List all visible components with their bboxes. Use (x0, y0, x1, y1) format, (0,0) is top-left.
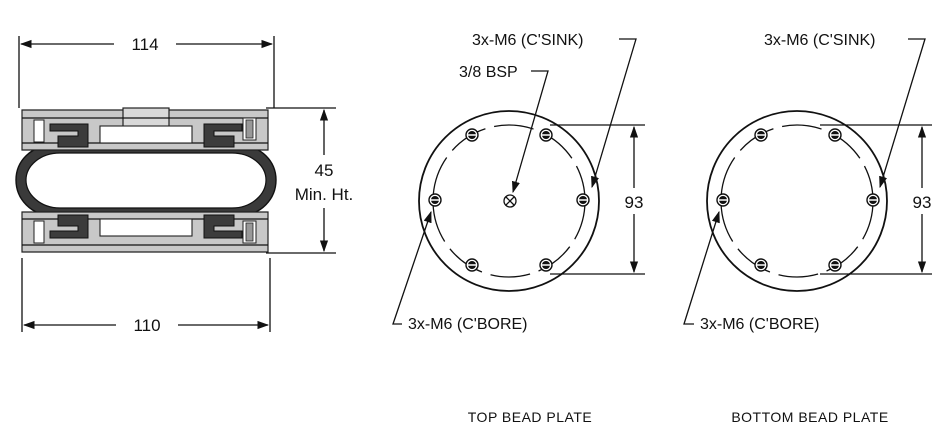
screw-icon (828, 128, 842, 142)
screw-icon (754, 258, 768, 272)
screw-icon (576, 193, 590, 207)
side-view: 114 110 45 Min. Ht. (15, 35, 354, 335)
screw-icon (539, 128, 553, 142)
screw-icon (465, 258, 479, 272)
bottom-bead-plate-caption: BOTTOM BEAD PLATE (731, 409, 888, 425)
screw-icon (866, 193, 880, 207)
bottom-pcd-dimension: 93 (913, 193, 932, 212)
screw-icon (465, 128, 479, 142)
height-label: Min. Ht. (295, 185, 354, 204)
screw-icon (428, 193, 442, 207)
top-cbore-note: 3x-M6 (C'BORE) (408, 316, 528, 333)
bottom-cbore-note: 3x-M6 (C'BORE) (700, 316, 820, 333)
top-bead-plate-caption: TOP BEAD PLATE (468, 409, 593, 425)
bottom-width-dimension: 110 (133, 316, 160, 335)
height-dimension: 45 (315, 161, 334, 180)
bsp-port-icon (503, 194, 517, 208)
bottom-csink-note: 3x-M6 (C'SINK) (764, 32, 876, 49)
bottom-bead-plate-profile (21, 211, 269, 253)
top-csink-note: 3x-M6 (C'SINK) (472, 32, 584, 49)
screw-icon (828, 258, 842, 272)
top-bead-plate-profile (21, 107, 269, 151)
screw-icon (754, 128, 768, 142)
screw-icon (716, 193, 730, 207)
screw-icon (539, 258, 553, 272)
top-bead-plate-view: 93 3x-M6 (C'SINK) 3/8 BSP 3x-M6 (C'BORE)… (392, 32, 645, 425)
top-width-dimension: 114 (131, 35, 158, 54)
bottom-bead-plate-view: 93 3x-M6 (C'SINK) 3x-M6 (C'BORE) BOTTOM … (683, 32, 932, 425)
top-pcd-dimension: 93 (625, 193, 644, 212)
top-port-note: 3/8 BSP (459, 64, 518, 81)
